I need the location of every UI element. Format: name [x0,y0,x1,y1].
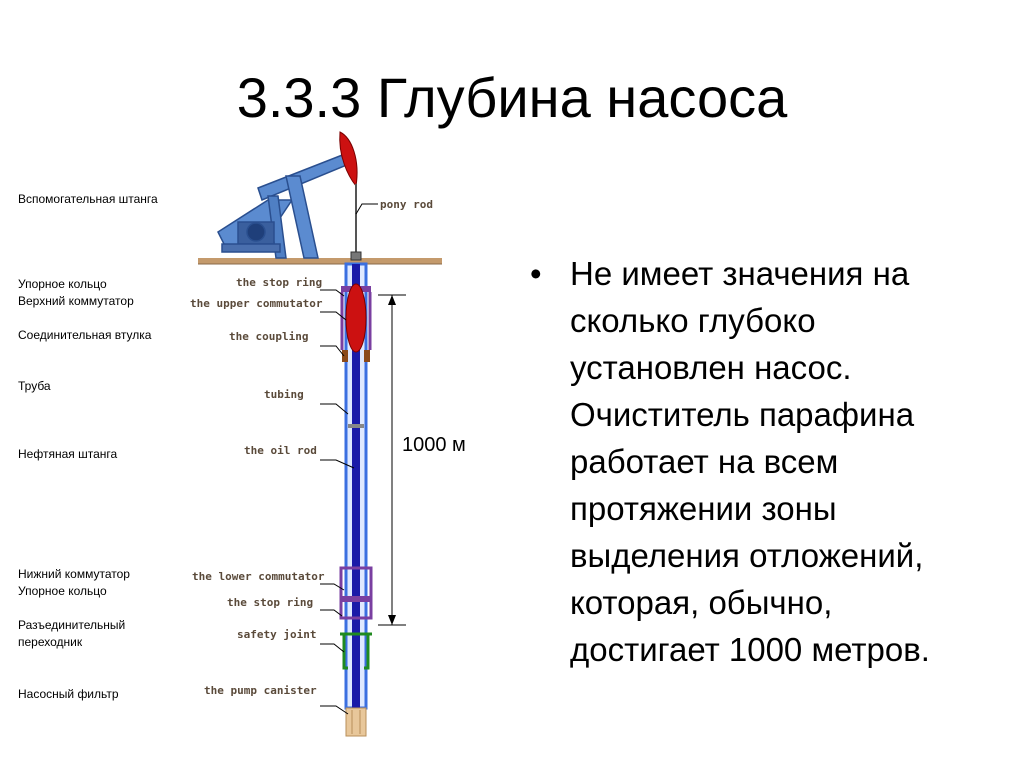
label-ru-oil-rod: Нефтяная штанга [18,447,118,461]
label-ru-safety-joint-2: переходник [18,635,83,649]
label-en-pump-canister: the pump canister [204,684,317,697]
safety-joint [340,632,372,670]
label-ru-coupling: Соединительная втулка [18,328,152,342]
coupling [342,350,348,362]
label-en-pony-rod: pony rod [380,198,433,211]
label-en-tubing: tubing [264,388,304,401]
bullet-item: • Не имеет значения на сколько глубоко у… [528,250,968,673]
bullet-dot-icon: • [530,255,542,292]
ground-surface [198,258,442,264]
label-en-stop-ring-upper: the stop ring [236,276,322,289]
leader-lines [320,203,378,715]
label-ru-stop-ring-lower: Упорное кольцо [18,584,107,598]
label-en-safety-joint: safety joint [237,628,316,641]
upper-commutator [345,283,367,353]
label-ru-pony-rod: Вспомогательная штанга [18,192,158,206]
lower-stop-ring [341,596,371,602]
bullet-list: • Не имеет значения на сколько глубоко у… [528,250,968,673]
slide-title: 3.3.3 Глубина насоса [236,66,788,129]
label-ru-upper-commutator: Верхний коммутатор [18,294,134,308]
bullet-text: Не имеет значения на сколько глубоко уст… [570,255,930,668]
label-en-coupling: the coupling [229,330,308,343]
label-ru-lower-commutator: Нижний коммутатор [18,567,130,581]
lower-commutator [339,566,373,620]
horse-head [339,131,358,188]
label-ru-tubing: Труба [18,379,51,393]
label-en-stop-ring-lower: the stop ring [227,596,313,609]
pump-canister [345,707,367,737]
label-ru-stop-ring-upper: Упорное кольцо [18,277,107,291]
label-ru-pump-canister: Насосный фильтр [18,687,119,701]
label-en-oil-rod: the oil rod [244,444,317,457]
label-en-upper-commutator: the upper commutator [190,297,323,310]
oil-rod [352,264,360,708]
label-en-lower-commutator: the lower commutator [192,570,325,583]
label-ru-safety-joint-1: Разъединительный [18,618,126,632]
depth-label: 1000 м [402,434,466,456]
pumpjack [217,151,355,259]
